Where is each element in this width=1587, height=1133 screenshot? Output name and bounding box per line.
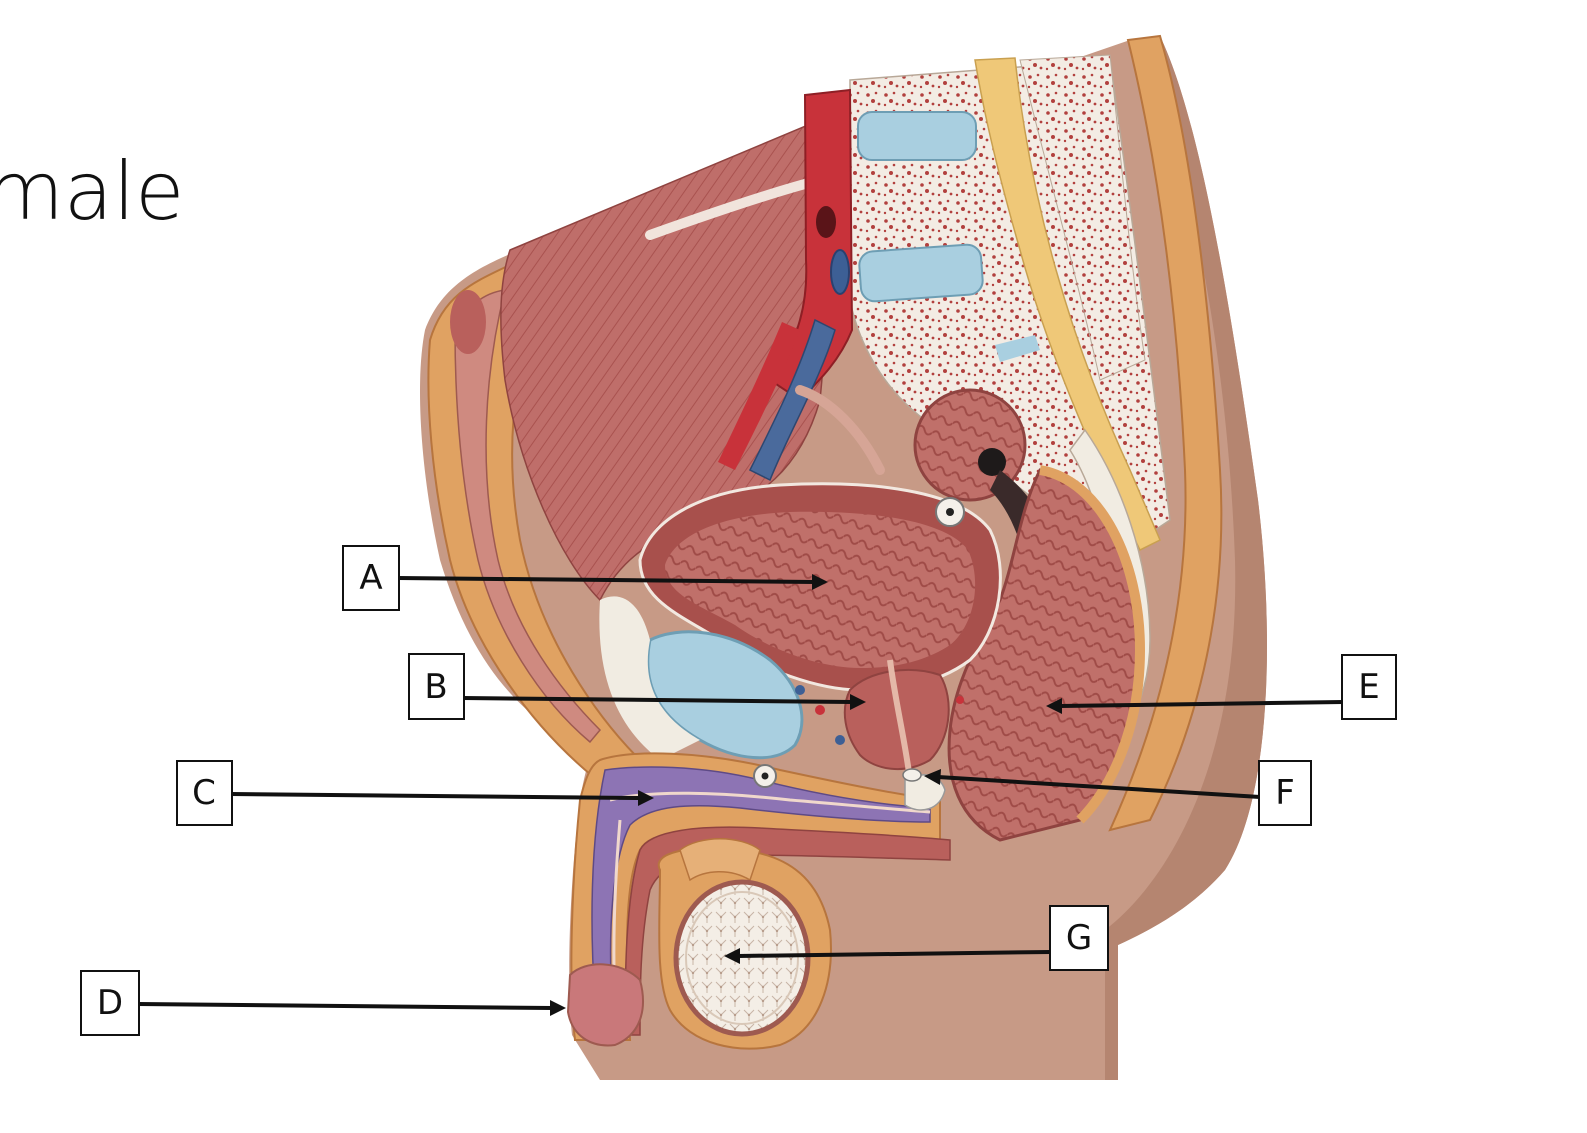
arrowhead-a: [812, 574, 828, 590]
arrowhead-e: [1046, 698, 1062, 714]
label-a: A: [342, 545, 400, 611]
prostate: [843, 669, 950, 771]
label-b: B: [408, 653, 465, 720]
common-iliac-vein: [748, 318, 836, 482]
label-b-text: B: [424, 667, 447, 707]
arrowhead-c: [638, 790, 654, 806]
penile-vessel-center: [761, 772, 769, 780]
leader-line-c: [230, 792, 641, 800]
ureteric-opening-center: [946, 508, 954, 516]
title-line-2: male: [0, 145, 185, 238]
intervertebral-disc-1: [857, 111, 977, 161]
pubic-fat: [599, 596, 700, 760]
label-f: F: [1258, 760, 1312, 826]
venous-plexus-3: [835, 735, 845, 745]
testis: [673, 879, 811, 1037]
tunica-albuginea: [685, 891, 799, 1025]
posterior-vertebral-elements: [1019, 54, 1146, 381]
arrowhead-d: [550, 1000, 566, 1016]
sigmoid-colon-lumen: [978, 448, 1006, 476]
label-f-text: F: [1275, 773, 1295, 813]
intervertebral-disc-2: [858, 243, 984, 303]
arrowhead-f: [924, 769, 941, 785]
leader-line-g: [737, 950, 1051, 958]
leader-line-e: [1059, 700, 1344, 708]
venous-plexus-4: [956, 696, 964, 704]
internal-iliac-artery: [718, 322, 800, 470]
label-g-text: G: [1066, 918, 1092, 958]
urinary-bladder-lumen: [665, 511, 976, 668]
vessel-opening-1: [816, 206, 836, 238]
leader-line-b: [462, 696, 853, 704]
bulbourethral-gland: [904, 774, 946, 811]
vessel-opening-2: [830, 249, 850, 295]
leader-line-d: [137, 1002, 553, 1010]
ureter: [795, 385, 885, 475]
rectus-section: [450, 290, 486, 354]
intervertebral-disc-3: [995, 335, 1040, 362]
prostatic-urethra: [887, 659, 913, 781]
body-shadow: [1105, 36, 1268, 1080]
venous-plexus-1: [795, 685, 805, 695]
bulbourethral-gland-opening: [902, 768, 922, 782]
venous-plexus-2: [815, 705, 825, 715]
rectal-wall-outer: [1038, 465, 1146, 824]
leader-line-f: [937, 775, 1261, 799]
glans-penis: [566, 963, 644, 1047]
label-g: G: [1049, 905, 1109, 971]
arrowhead-b: [850, 694, 866, 710]
label-c: C: [176, 760, 233, 826]
label-d-text: D: [97, 983, 123, 1023]
spermatic-cord: [679, 838, 761, 882]
label-e-text: E: [1358, 667, 1379, 707]
label-a-text: A: [359, 558, 382, 598]
label-e: E: [1341, 654, 1397, 720]
arrowhead-g: [724, 948, 740, 964]
label-d: D: [80, 970, 140, 1036]
back-wall: [1108, 34, 1223, 832]
label-c-text: C: [192, 773, 216, 813]
leader-line-a: [397, 576, 816, 584]
